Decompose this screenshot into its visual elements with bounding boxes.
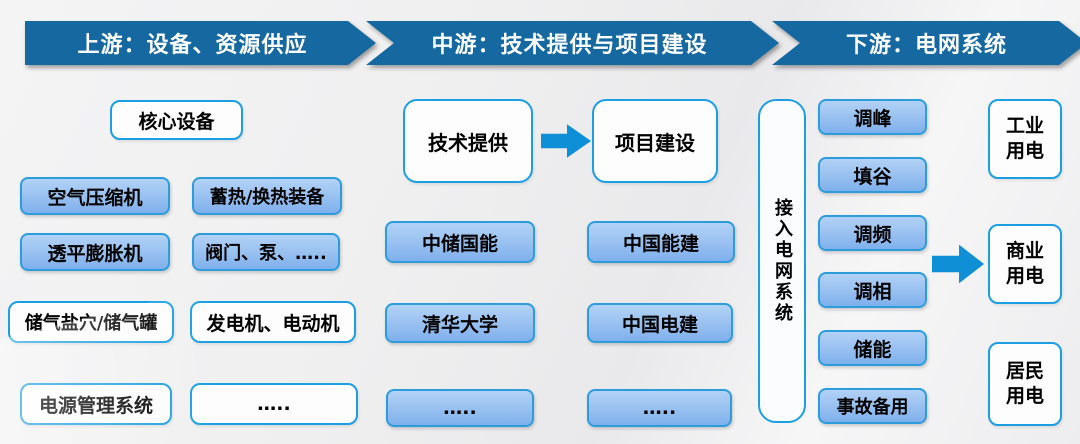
box-turbine-expander: 透平膨胀机 — [20, 233, 170, 271]
box-upstream-others: ….. — [190, 383, 358, 425]
box-valves-pumps: 阀门、泵、….. — [192, 233, 340, 271]
box-generator-motor: 发电机、电动机 — [190, 301, 356, 343]
box-residential-power: 居民用电 — [988, 342, 1062, 426]
box-air-compressor: 空气压缩机 — [20, 177, 170, 215]
banner-upstream-label: 上游：设备、资源供应 — [25, 21, 376, 65]
banner-midstream: 中游：技术提供与项目建设 — [366, 21, 757, 65]
box-zcgn: 中储国能 — [385, 221, 535, 263]
box-phase-regulation: 调相 — [818, 272, 927, 308]
banner-downstream: 下游：电网系统 — [772, 21, 1065, 65]
banner-downstream-label: 下游：电网系统 — [772, 21, 1080, 65]
box-industrial-power: 工业用电 — [988, 99, 1062, 179]
box-project-others: ….. — [587, 389, 732, 427]
box-energy-storage: 储能 — [818, 330, 927, 366]
box-grid-access-system: 接入电网系统 — [758, 99, 806, 423]
box-tsinghua: 清华大学 — [385, 303, 535, 343]
box-power-mgmt-system: 电源管理系统 — [20, 383, 172, 425]
box-project-construction: 项目建设 — [592, 99, 718, 183]
arrow-right-icon — [932, 244, 984, 284]
banner-midstream-label: 中游：技术提供与项目建设 — [366, 21, 779, 65]
box-commercial-power: 商业用电 — [988, 224, 1062, 304]
box-core-equipment: 核心设备 — [110, 100, 243, 140]
box-salt-cavern-tank: 储气盐穴/储气罐 — [8, 301, 174, 343]
box-tech-provision: 技术提供 — [403, 99, 533, 183]
banner-upstream: 上游：设备、资源供应 — [25, 21, 360, 65]
box-frequency-regulation: 调频 — [818, 215, 927, 251]
box-emergency-backup: 事故备用 — [818, 388, 927, 424]
box-china-energy-eng: 中国能建 — [587, 221, 735, 263]
box-peak-shaving: 调峰 — [818, 99, 927, 135]
box-heat-exchange: 蓄热/换热装备 — [192, 177, 342, 215]
box-powerchina: 中国电建 — [587, 303, 733, 343]
box-tech-others: ….. — [386, 389, 534, 427]
arrow-right-icon — [541, 124, 591, 158]
box-valley-filling: 填谷 — [818, 157, 927, 193]
